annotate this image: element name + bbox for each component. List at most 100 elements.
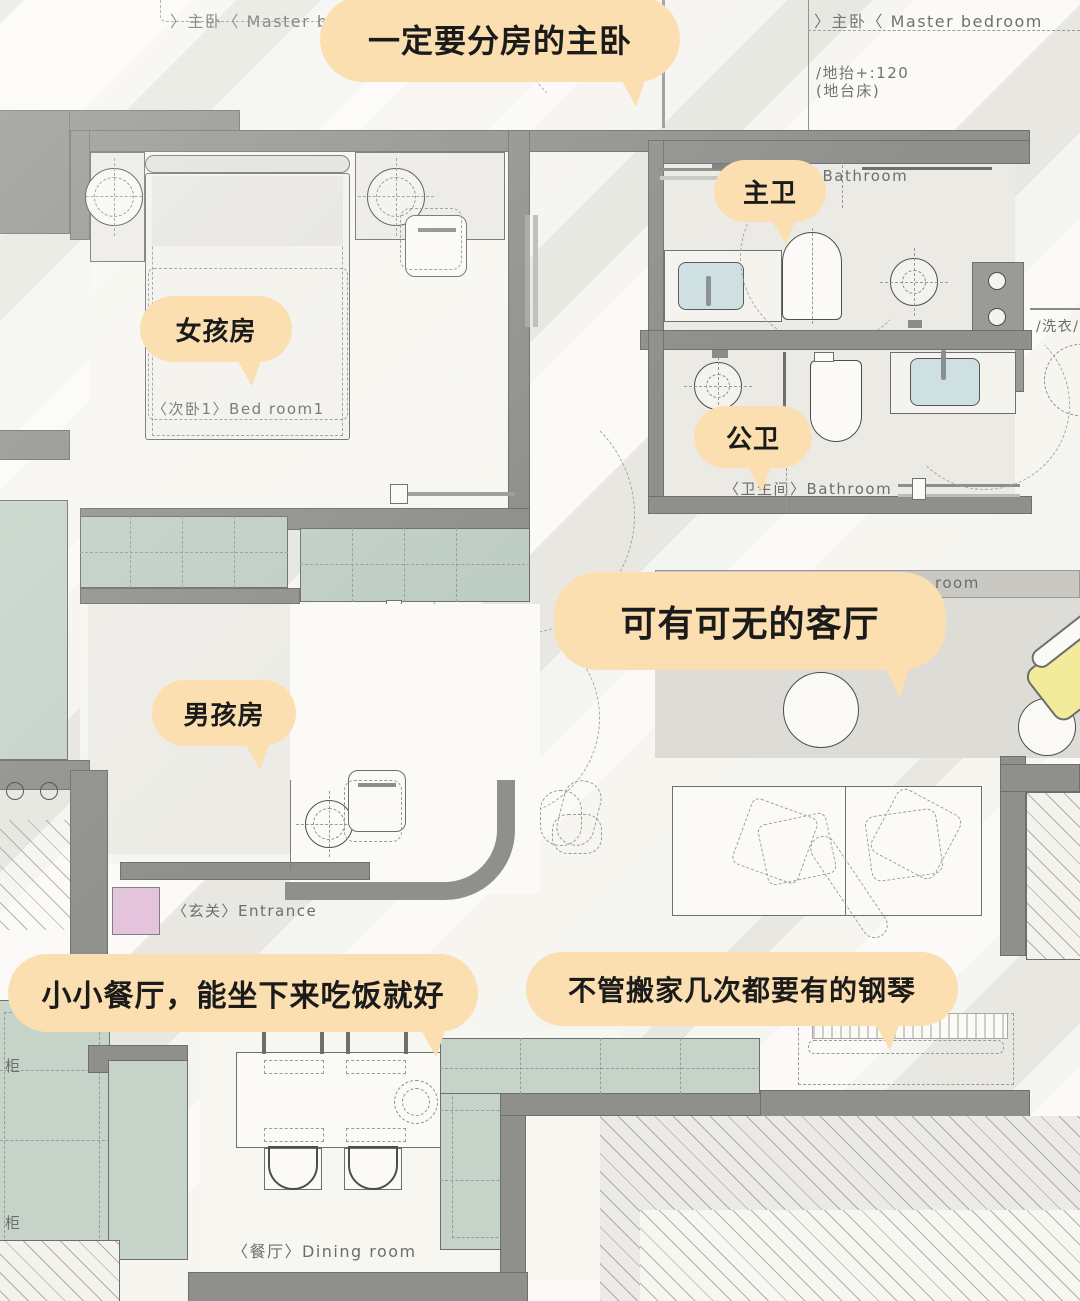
piano-callout-text: 不管搬家几次都要有的钢琴 — [567, 975, 916, 1006]
living-room-label: room — [935, 574, 980, 592]
kitchen-hatch-left — [0, 820, 70, 930]
cabinet-left-shelf-2 — [0, 1140, 110, 1141]
boys-room-callout[interactable]: 男孩房 — [152, 680, 296, 770]
dining-placemat-1 — [264, 1060, 324, 1074]
faucet-master — [706, 276, 711, 306]
hall-door-leaf-upper — [395, 492, 515, 496]
public-bathroom-label-sep — [786, 468, 787, 510]
public-bath-door-swing — [900, 320, 1070, 490]
wall-bottom-right-cap — [760, 1090, 1030, 1118]
balcony-hatch-right — [1026, 792, 1080, 960]
bubble-tail — [874, 1022, 900, 1050]
stove-burner-2 — [40, 782, 58, 800]
coffee-table-living — [783, 672, 859, 748]
floor-drain-master-v — [914, 248, 915, 316]
chair-dash-girls — [400, 208, 462, 270]
exterior-wall-left-upper — [0, 110, 70, 234]
shower-head-public — [712, 350, 728, 358]
wardrobe-left-end-wall — [80, 588, 300, 604]
piano-bench — [808, 1040, 1004, 1054]
shower-handle — [712, 164, 732, 169]
public-bath-door-leaf — [898, 494, 1020, 497]
wardrobe-hall-right — [300, 528, 530, 602]
hall-door-jamb-upper — [390, 484, 408, 504]
bubble-tail — [884, 666, 910, 698]
cabinet-left-bottom-strip — [108, 1060, 188, 1260]
dining-callout-text: 小小餐厅，能坐下来吃饭就好 — [41, 980, 445, 1013]
furniture-block-divider — [845, 786, 846, 916]
dining-cabinet-shelf-2 — [440, 1180, 520, 1181]
furniture-block-outline — [672, 786, 982, 916]
wardrobe-div-right-3 — [456, 528, 457, 602]
living-room-callout[interactable]: 可有可无的客厅 — [554, 572, 946, 698]
cabinet-left-lower-dash — [4, 1012, 100, 1248]
laundry-label: /洗衣/ — [1036, 319, 1080, 335]
dining-pendant-light-inner — [402, 1088, 430, 1116]
dining-placemat-2 — [346, 1060, 406, 1074]
dining-chair-bottom-2-seat — [348, 1146, 398, 1190]
chair-back-girls — [418, 228, 456, 232]
master-bedroom-right-divider — [808, 0, 809, 140]
master-bath-callout[interactable]: 主卫 — [714, 160, 826, 244]
shower-track-top — [658, 168, 780, 171]
master-bath-callout-text: 主卫 — [742, 177, 797, 208]
dining-chair-bottom-1-seat — [268, 1146, 318, 1190]
entrance-floor-swatch — [112, 887, 160, 935]
wall-right-horizontal — [1000, 764, 1080, 792]
wardrobe-div-left-1 — [130, 516, 131, 588]
bed-pillow-shade-girls — [152, 176, 343, 246]
master-bedroom-label-right: 〉主卧〈 Master bedroom — [814, 12, 1043, 31]
entrance-curve-line — [290, 780, 291, 870]
sink-master — [678, 262, 744, 310]
cabinet-vertical-label-1: 柜 — [3, 1058, 21, 1075]
bubble-tail — [620, 77, 646, 107]
public-bath-callout[interactable]: 公卫 — [694, 406, 812, 492]
living-room-callout-text: 可有可无的客厅 — [620, 603, 880, 644]
public-bathroom-left-wall — [648, 330, 664, 510]
girls-room-callout[interactable]: 女孩房 — [140, 296, 292, 386]
bathroom-partition-public — [783, 352, 786, 414]
boys-room-callout-text: 男孩房 — [183, 699, 265, 730]
wardrobe-div-right-1 — [352, 528, 353, 602]
wall-bottom-left-segment — [188, 1272, 528, 1301]
counter-bottom-div-3 — [680, 1038, 681, 1094]
dining-placemat-4 — [346, 1128, 406, 1142]
master-bedroom-callout[interactable]: 一定要分房的主卧 — [320, 0, 680, 107]
counter-bottom-div-1 — [520, 1038, 521, 1094]
armchair-sketch-d — [863, 807, 945, 883]
counter-bottom-div-2 — [600, 1038, 601, 1094]
master-bedroom-right-underline — [808, 30, 1080, 31]
master-bedroom-note-2: (地台床) — [816, 82, 881, 100]
deco-sketch-plant-3 — [552, 814, 602, 854]
dining-chair-top-2 — [320, 1032, 324, 1054]
hall-chair-back — [358, 783, 396, 787]
wardrobe-shelf-right — [300, 564, 530, 565]
piano-callout[interactable]: 不管搬家几次都要有的钢琴 — [526, 952, 958, 1050]
wardrobe-div-left-3 — [234, 516, 235, 588]
dining-chair-top-4 — [404, 1032, 408, 1054]
laundry-top-line — [1030, 308, 1080, 310]
balcony-hatch-bottom-light — [640, 1210, 1080, 1301]
master-bedroom-note-1: /地抬+:120 — [816, 64, 910, 82]
bathroom-divider-top — [862, 167, 992, 170]
toilet-public — [810, 360, 862, 442]
bathroom-top-wall — [648, 140, 1030, 164]
sliding-door-track-girls — [525, 215, 530, 327]
dining-chair-top-1 — [262, 1032, 266, 1054]
drain-marker-master — [908, 320, 922, 328]
floor-drain-public-v — [718, 352, 719, 420]
toilet-public-cistern — [814, 352, 834, 362]
entrance-curved-wall — [285, 780, 515, 900]
wardrobe-div-left-2 — [182, 516, 183, 588]
exterior-wall-left-mid — [0, 430, 70, 460]
dining-cabinet-shelf-1 — [440, 1110, 520, 1111]
public-bathroom-bottom-wall — [648, 496, 1032, 514]
cabinet-vertical-label-2: 柜 — [3, 1215, 21, 1232]
bed-headboard-girls — [145, 155, 350, 173]
dining-callout[interactable]: 小小餐厅，能坐下来吃饭就好 — [8, 954, 478, 1057]
bubble-tail — [236, 358, 262, 386]
balcony-hatch-left-bottom — [0, 1240, 120, 1301]
dining-chair-top-3 — [346, 1032, 350, 1054]
wardrobe-div-right-2 — [404, 528, 405, 602]
